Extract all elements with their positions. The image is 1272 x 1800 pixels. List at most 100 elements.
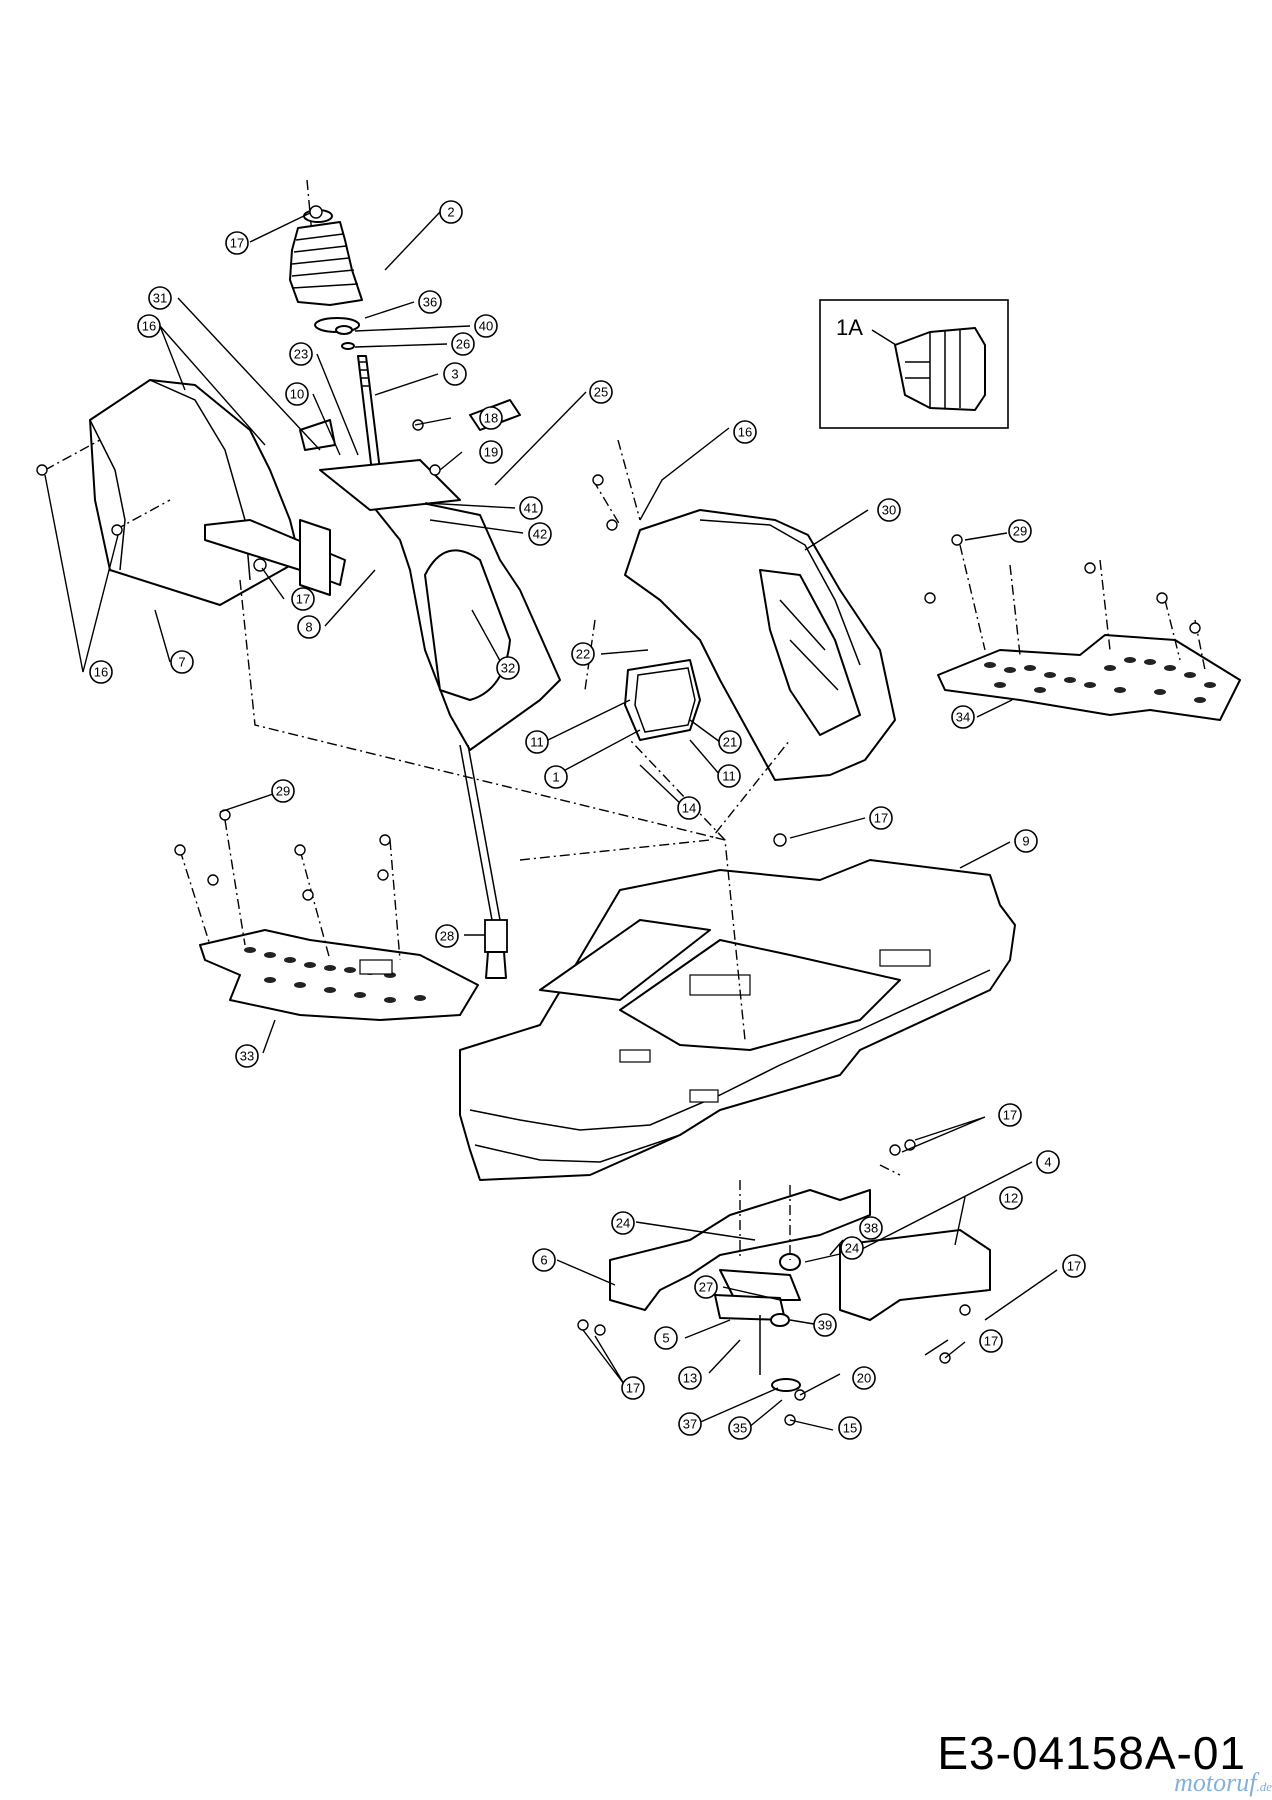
callout-9: 9	[1014, 829, 1038, 853]
svg-text:24: 24	[845, 1241, 859, 1256]
callout-22: 22	[571, 642, 595, 666]
svg-text:25: 25	[594, 385, 608, 400]
svg-text:16: 16	[94, 665, 108, 680]
svg-text:40: 40	[479, 319, 493, 334]
footpad-left	[199, 929, 479, 1021]
callout-42: 42	[528, 522, 552, 546]
callout-17-e: 17	[1062, 1254, 1086, 1278]
callout-32: 32	[496, 656, 520, 680]
svg-text:30: 30	[882, 503, 896, 518]
svg-text:17: 17	[296, 592, 310, 607]
svg-text:42: 42	[533, 527, 547, 542]
svg-text:4: 4	[1044, 1155, 1051, 1170]
callouts: 17 2 36 40 26 3 31 16 23 10 18 19 25 41 …	[89, 200, 1086, 1440]
svg-text:23: 23	[294, 347, 308, 362]
callout-17-a: 17	[225, 231, 249, 255]
leaders	[44, 211, 1058, 1431]
svg-text:16: 16	[142, 319, 156, 334]
callout-31: 31	[148, 286, 172, 310]
svg-text:22: 22	[576, 647, 590, 662]
callout-18: 18	[479, 406, 503, 430]
callout-38: 38	[859, 1216, 883, 1240]
svg-text:17: 17	[1067, 1259, 1081, 1274]
callout-26: 26	[451, 332, 475, 356]
svg-text:24: 24	[616, 1216, 630, 1231]
callout-3: 3	[443, 362, 467, 386]
callout-29-a: 29	[1008, 519, 1032, 543]
svg-text:35: 35	[733, 1421, 747, 1436]
svg-text:2: 2	[447, 205, 454, 220]
svg-text:31: 31	[153, 291, 167, 306]
callout-13: 13	[678, 1366, 702, 1390]
svg-text:27: 27	[699, 1280, 713, 1295]
callout-30: 30	[877, 498, 901, 522]
callout-11-a: 11	[525, 730, 549, 754]
svg-text:28: 28	[440, 929, 454, 944]
drawing-number: E3-04158A-01	[937, 1727, 1246, 1779]
callout-29-b: 29	[271, 779, 295, 803]
svg-text:17: 17	[230, 236, 244, 251]
inset-1a: 1A	[819, 299, 1009, 429]
svg-text:21: 21	[723, 735, 737, 750]
callout-17-g: 17	[979, 1329, 1003, 1353]
callout-17-f: 17	[621, 1376, 645, 1400]
callout-19: 19	[479, 440, 503, 464]
svg-text:11: 11	[722, 769, 736, 784]
lower-shaft	[459, 744, 508, 979]
screws	[36, 205, 1201, 1426]
callout-17-c: 17	[869, 806, 893, 830]
callout-6: 6	[532, 1248, 556, 1272]
svg-text:19: 19	[484, 445, 498, 460]
svg-text:29: 29	[1013, 524, 1027, 539]
callout-41: 41	[519, 496, 543, 520]
callout-7: 7	[170, 650, 194, 674]
svg-text:1: 1	[552, 770, 559, 785]
callout-16-b: 16	[89, 660, 113, 684]
footpad-right	[937, 634, 1241, 721]
callout-35: 35	[728, 1416, 752, 1440]
callout-4: 4	[1036, 1150, 1060, 1174]
callout-25: 25	[589, 380, 613, 404]
svg-text:41: 41	[524, 501, 538, 516]
svg-text:16: 16	[738, 425, 752, 440]
svg-text:7: 7	[178, 655, 185, 670]
callout-40: 40	[474, 314, 498, 338]
svg-text:5: 5	[662, 1331, 669, 1346]
callout-12: 12	[999, 1186, 1023, 1210]
svg-text:15: 15	[843, 1421, 857, 1436]
callout-16-c: 16	[733, 420, 757, 444]
svg-text:32: 32	[501, 661, 515, 676]
svg-text:26: 26	[456, 337, 470, 352]
callout-24-a: 24	[611, 1211, 635, 1235]
callout-1: 1	[544, 765, 568, 789]
svg-text:17: 17	[874, 811, 888, 826]
watermark-logo: motoruf.de	[1174, 1768, 1272, 1798]
svg-text:13: 13	[683, 1371, 697, 1386]
callout-17-b: 17	[291, 587, 315, 611]
svg-text:36: 36	[423, 295, 437, 310]
callout-2: 2	[439, 200, 463, 224]
callout-20: 20	[852, 1366, 876, 1390]
callout-10: 10	[285, 382, 309, 406]
callout-15: 15	[838, 1416, 862, 1440]
svg-text:17: 17	[1003, 1108, 1017, 1123]
headlight	[624, 659, 701, 741]
svg-text:33: 33	[240, 1049, 254, 1064]
callout-17-d: 17	[998, 1103, 1022, 1127]
callout-8: 8	[297, 615, 321, 639]
watermark-brand: motoruf	[1174, 1768, 1257, 1797]
callout-5: 5	[654, 1326, 678, 1350]
callout-21: 21	[718, 730, 742, 754]
callout-37: 37	[678, 1412, 702, 1436]
callout-39: 39	[813, 1313, 837, 1337]
callout-28: 28	[435, 924, 459, 948]
callout-33: 33	[235, 1044, 259, 1068]
svg-text:11: 11	[530, 735, 544, 750]
callout-11-b: 11	[717, 764, 741, 788]
pivot-assembly	[609, 1180, 991, 1392]
svg-text:18: 18	[484, 411, 498, 426]
inset-label: 1A	[836, 315, 863, 340]
svg-text:17: 17	[984, 1334, 998, 1349]
svg-text:39: 39	[818, 1318, 832, 1333]
